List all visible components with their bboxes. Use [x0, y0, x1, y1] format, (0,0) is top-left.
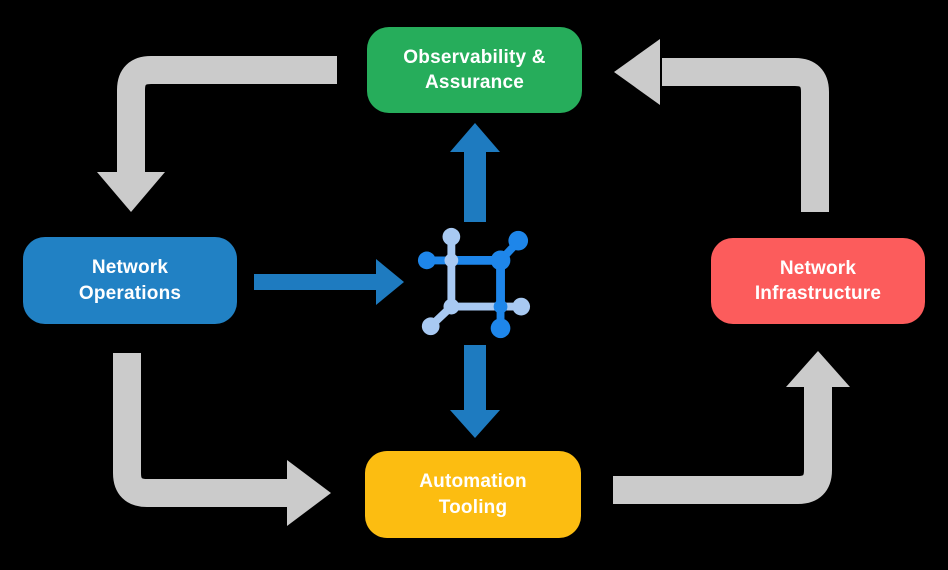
- arrow-center-to-observability: [450, 123, 500, 222]
- arrow-automation-to-infrastructure: [613, 351, 850, 504]
- node-label-line: Automation: [419, 471, 527, 493]
- arrow-infrastructure-to-observability: [614, 39, 829, 212]
- arrow-center-to-automation: [450, 345, 500, 438]
- arrow-operations-to-automation: [113, 353, 331, 526]
- node-network-infrastructure: Network Infrastructure: [711, 238, 925, 324]
- node-label-line: Network: [779, 257, 857, 279]
- node-label-line: Assurance: [425, 72, 524, 93]
- arrow-operations-to-center: [254, 259, 404, 305]
- node-label-line: Infrastructure: [754, 283, 882, 304]
- node-label-line: Tooling: [438, 496, 508, 518]
- node-label-line: Network: [91, 257, 169, 279]
- node-automation-tooling: Automation Tooling: [365, 451, 581, 538]
- arrow-observability-to-operations: [97, 56, 337, 212]
- node-label-line: Observability &: [403, 46, 546, 68]
- node-label-line: Operations: [78, 282, 182, 304]
- node-observability-assurance: Observability & Assurance: [367, 27, 582, 113]
- node-network-operations: Network Operations: [23, 237, 237, 324]
- connected-network-icon: [417, 227, 531, 339]
